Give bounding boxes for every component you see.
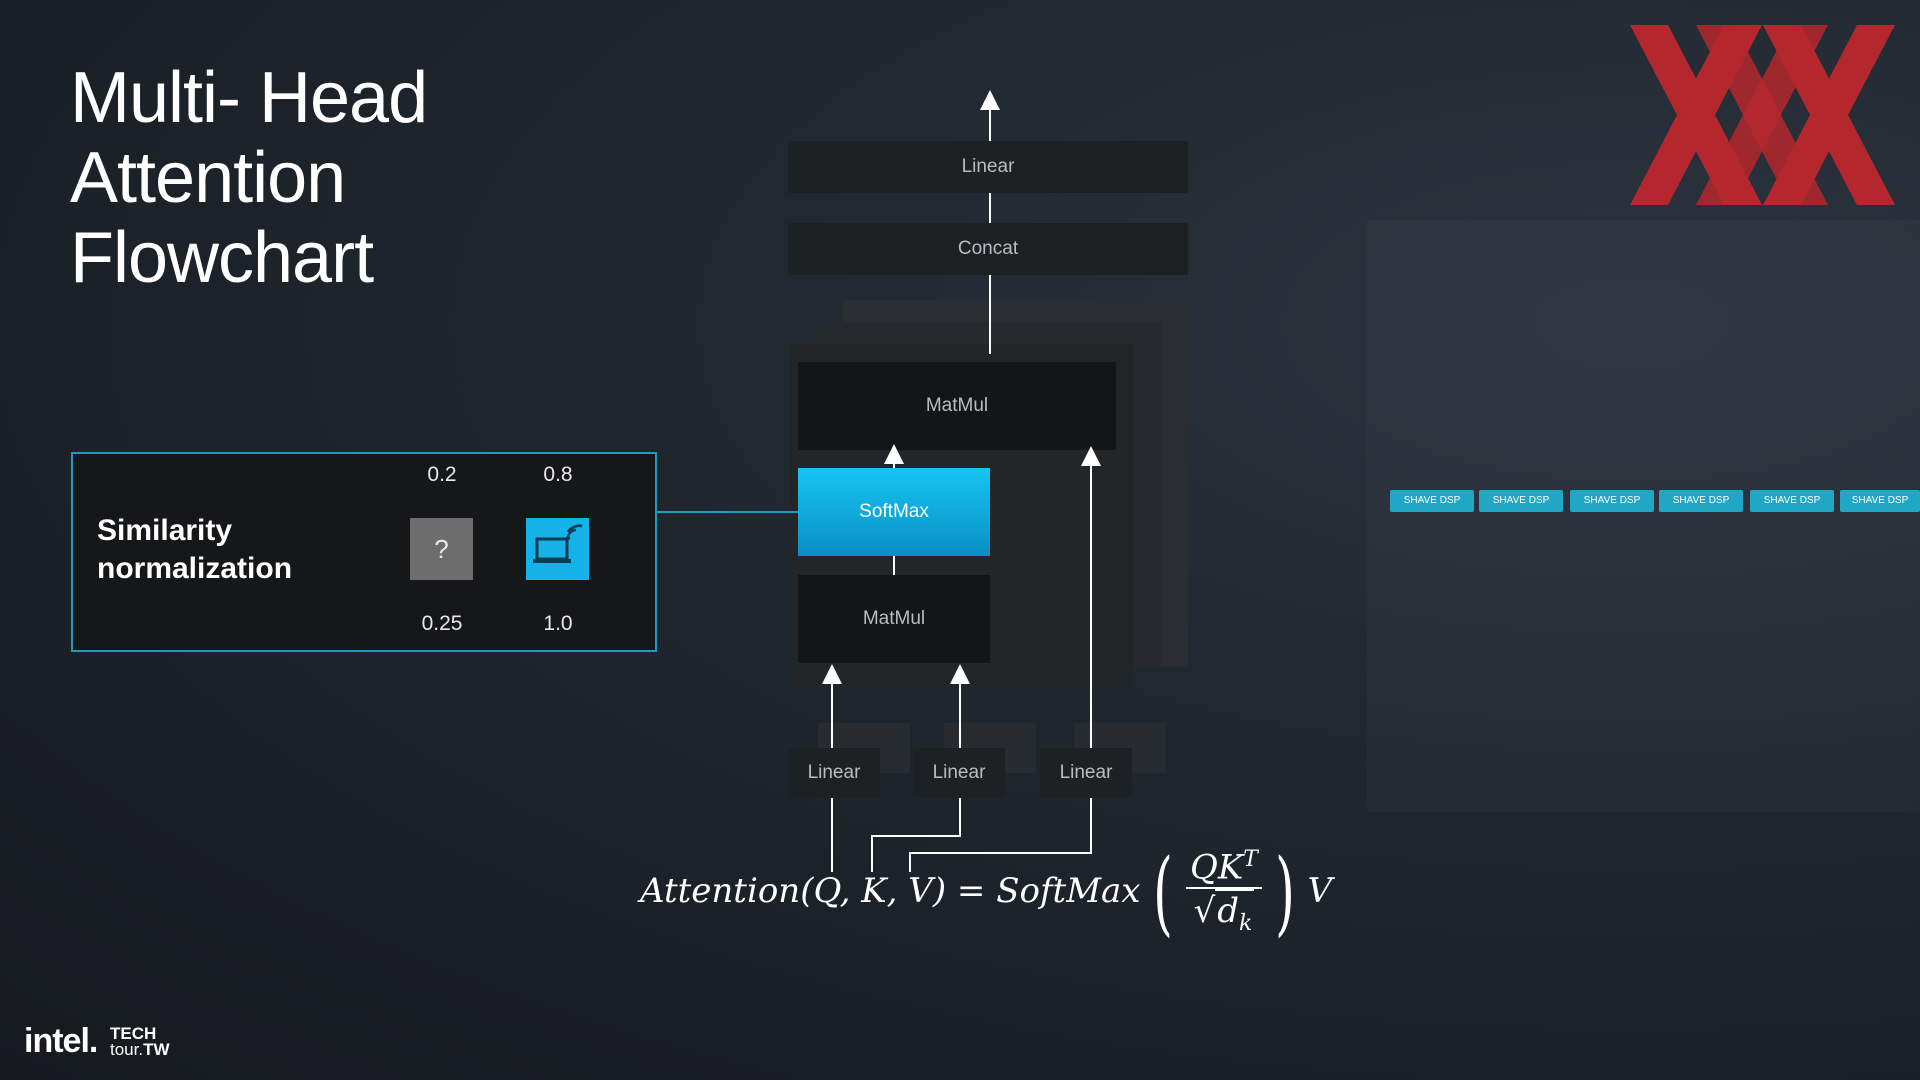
formula-paren-close: ) — [1274, 839, 1295, 947]
shave-dsp-unit: SHAVE DSP — [1840, 490, 1920, 512]
formula-denominator-sub: k — [1239, 911, 1253, 937]
left-output-value: 0.2 — [427, 463, 457, 486]
linear-q-block: Linear — [788, 748, 880, 798]
formula-numerator: QKT — [1186, 840, 1262, 890]
question-mark-icon: ? — [434, 533, 449, 564]
right-output-value: 0.8 — [543, 463, 573, 486]
device-box — [526, 518, 589, 580]
formula-paren-open: ( — [1153, 839, 1174, 947]
shave-dsp-unit: SHAVE DSP — [1479, 490, 1563, 512]
tech-tour-part-b: TW — [143, 1040, 170, 1059]
tech-tour-line-1: TECH — [110, 1024, 157, 1043]
similarity-label: Similarity normalization — [97, 512, 292, 588]
attention-formula: Attention(Q, K, V) = SoftMax ( QKT √dk )… — [640, 840, 1332, 946]
unknown-device-box: ? — [410, 518, 473, 580]
formula-numerator-sup: T — [1243, 847, 1258, 872]
tech-tour-part-a: tour. — [110, 1040, 144, 1059]
shave-dsp-unit: SHAVE DSP — [1570, 490, 1654, 512]
tech-tour-logo: TECH tour.TW — [110, 1024, 170, 1059]
slide-title: Multi- Head Attention Flowchart — [70, 58, 428, 298]
title-line-1: Multi- Head — [70, 58, 428, 138]
left-input-value: 0.25 — [421, 612, 463, 635]
right-input-value: 1.0 — [543, 612, 573, 635]
intel-logo: intel. — [24, 1022, 98, 1060]
xx-logo-icon — [1630, 25, 1895, 205]
shave-dsp-unit: SHAVE DSP — [1750, 490, 1834, 512]
title-line-2: Attention — [70, 138, 346, 218]
concat-block: Concat — [788, 223, 1188, 275]
formula-lhs: Attention(Q, K, V) = SoftMax — [640, 871, 1141, 912]
similarity-label-line-2: normalization — [97, 552, 293, 585]
title-line-3: Flowchart — [70, 218, 374, 298]
tech-tour-line-2: tour.TW — [110, 1040, 170, 1059]
shave-dsp-unit: SHAVE DSP — [1390, 490, 1474, 512]
softmax-block: SoftMax — [798, 468, 990, 556]
matmul-bottom-block: MatMul — [798, 575, 990, 663]
shave-dsp-unit: SHAVE DSP — [1659, 490, 1743, 512]
background-panel — [1367, 220, 1920, 812]
linear-k-block: Linear — [913, 748, 1005, 798]
formula-denominator-text: d — [1217, 891, 1240, 932]
laptop-wireless-icon — [533, 524, 583, 563]
formula-denominator: √dk — [1193, 889, 1255, 937]
similarity-label-line-1: Similarity — [97, 514, 233, 547]
formula-rhs: V — [1307, 871, 1333, 912]
linear-output-block: Linear — [788, 141, 1188, 193]
formula-numerator-text: QK — [1190, 847, 1244, 888]
formula-fraction: QKT √dk — [1186, 840, 1262, 946]
linear-v-block: Linear — [1040, 748, 1132, 798]
matmul-top-block: MatMul — [798, 362, 1116, 450]
